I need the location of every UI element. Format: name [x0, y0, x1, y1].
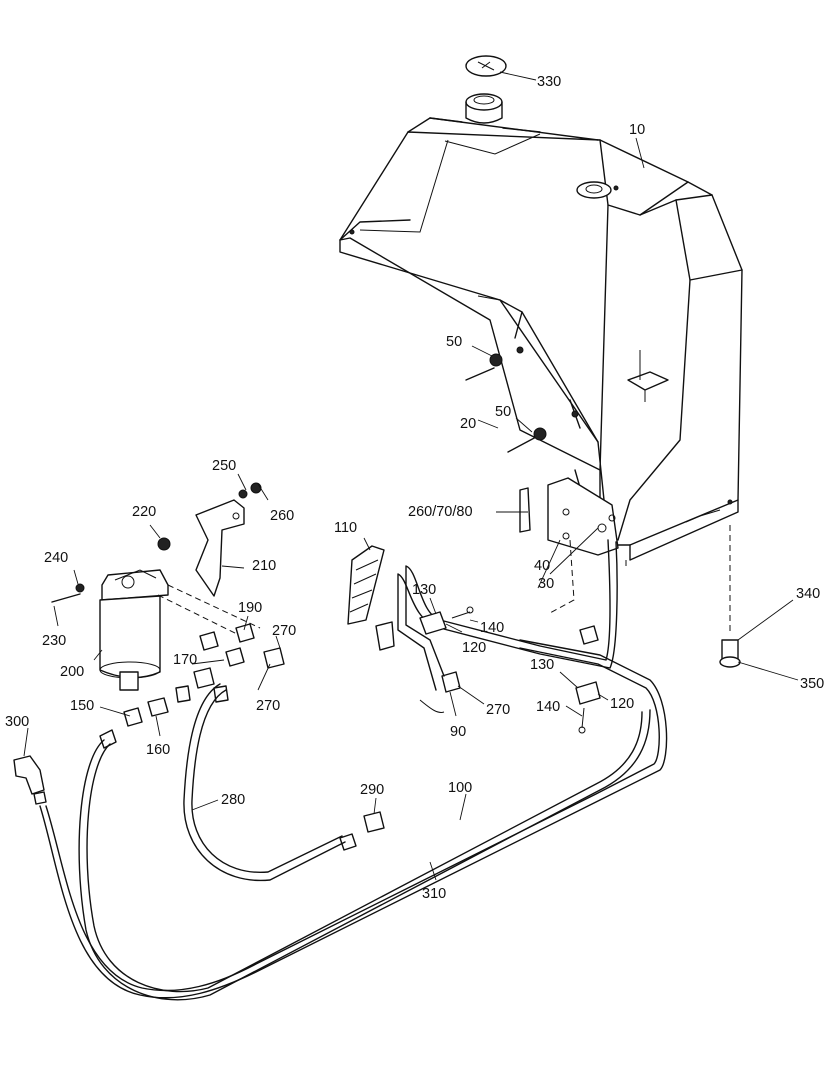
callout-210: 210	[252, 558, 276, 574]
fittings	[99, 584, 461, 851]
callout-230: 230	[42, 633, 66, 649]
callout-340: 340	[796, 586, 820, 602]
fuel-cap	[465, 55, 507, 77]
callout-290: 290	[360, 782, 384, 798]
callout-130-lower: 130	[530, 657, 554, 673]
elbow-fitting	[13, 755, 47, 805]
hose-clips	[419, 606, 601, 734]
fuel-hoses	[39, 539, 668, 1001]
callout-200: 200	[60, 664, 84, 680]
callout-40: 40	[534, 558, 550, 574]
filter-bracket	[195, 482, 262, 597]
callout-20: 20	[460, 416, 476, 432]
callout-190: 190	[238, 600, 262, 616]
callout-150: 150	[70, 698, 94, 714]
callout-110: 110	[334, 520, 357, 536]
callout-270-hose: 270	[486, 702, 510, 718]
callout-260-70-80: 260/70/80	[408, 504, 473, 520]
fuel-tank	[339, 93, 743, 566]
fuel-filter	[99, 569, 169, 691]
callout-labels: 330 10 50 20 50 250 220 260 110 260/70/8…	[5, 74, 824, 902]
callout-350: 350	[800, 676, 824, 692]
callout-270-filter: 270	[272, 623, 296, 639]
callout-120-upper: 120	[462, 640, 486, 656]
callout-10: 10	[629, 122, 645, 138]
callout-330: 330	[537, 74, 561, 90]
protective-sleeve	[347, 545, 395, 651]
callout-50-lower: 50	[495, 404, 511, 420]
arm-fasteners	[465, 353, 547, 453]
callout-270-lower: 270	[256, 698, 280, 714]
callout-50-upper: 50	[446, 334, 462, 350]
callout-240: 240	[44, 550, 68, 566]
callout-140-lower: 140	[536, 699, 560, 715]
callout-140-upper: 140	[480, 620, 504, 636]
callout-250: 250	[212, 458, 236, 474]
callout-160: 160	[146, 742, 170, 758]
callout-130-upper: 130	[412, 582, 436, 598]
callout-220: 220	[132, 504, 156, 520]
callout-120-lower: 120	[610, 696, 634, 712]
callout-100: 100	[448, 780, 472, 796]
filter-nuts	[51, 537, 171, 603]
drain-plug	[719, 525, 741, 668]
leader-lines	[23, 71, 799, 881]
callout-280: 280	[221, 792, 245, 808]
callout-310: 310	[422, 886, 446, 902]
callout-170: 170	[173, 652, 197, 668]
callout-30: 30	[538, 576, 554, 592]
callout-300: 300	[5, 714, 29, 730]
callout-90: 90	[450, 724, 466, 740]
callout-260-bracket: 260	[270, 508, 294, 524]
